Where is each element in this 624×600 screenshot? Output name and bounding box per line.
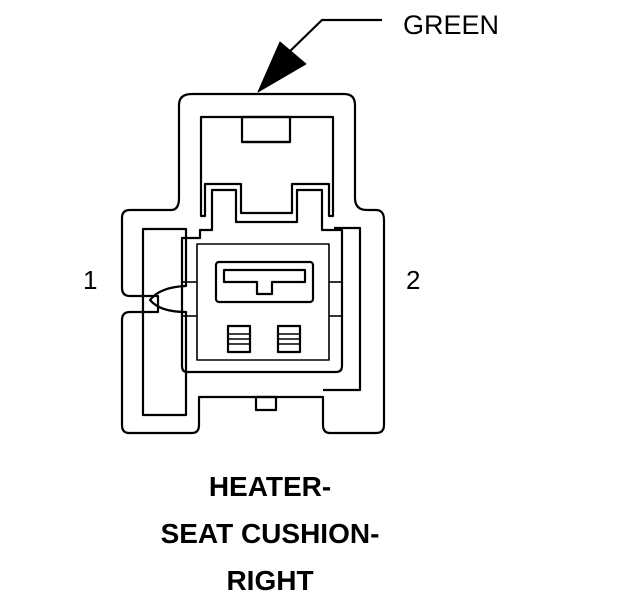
connector-inner-top-frame <box>199 115 335 218</box>
leader-line <box>285 18 382 56</box>
connector-body <box>120 92 386 435</box>
connector-caption-line-3: RIGHT <box>226 565 314 596</box>
connector-inner-right-wall <box>323 226 362 392</box>
connector-inner-left-wall <box>141 227 188 417</box>
arrowhead <box>257 41 307 93</box>
terminal-cavity-1 <box>226 324 252 354</box>
top-latch-tab <box>240 115 292 144</box>
terminal-housing <box>180 188 344 374</box>
leader-arrow <box>257 18 382 93</box>
connector-outer-outline <box>120 92 386 435</box>
pin-label-2: 2 <box>406 265 421 295</box>
terminal-housing-inner <box>196 243 330 361</box>
pin-label-1: 1 <box>83 265 98 295</box>
terminal-cavity-2 <box>276 324 302 354</box>
connector-caption-line-2: SEAT CUSHION- <box>160 518 380 549</box>
keying-slot-inner <box>222 268 307 296</box>
keying-slot-outer <box>214 260 315 304</box>
wire-color-label: GREEN <box>403 10 500 40</box>
bottom-tab <box>254 395 278 412</box>
connector-caption-line-1: HEATER- <box>208 471 332 502</box>
